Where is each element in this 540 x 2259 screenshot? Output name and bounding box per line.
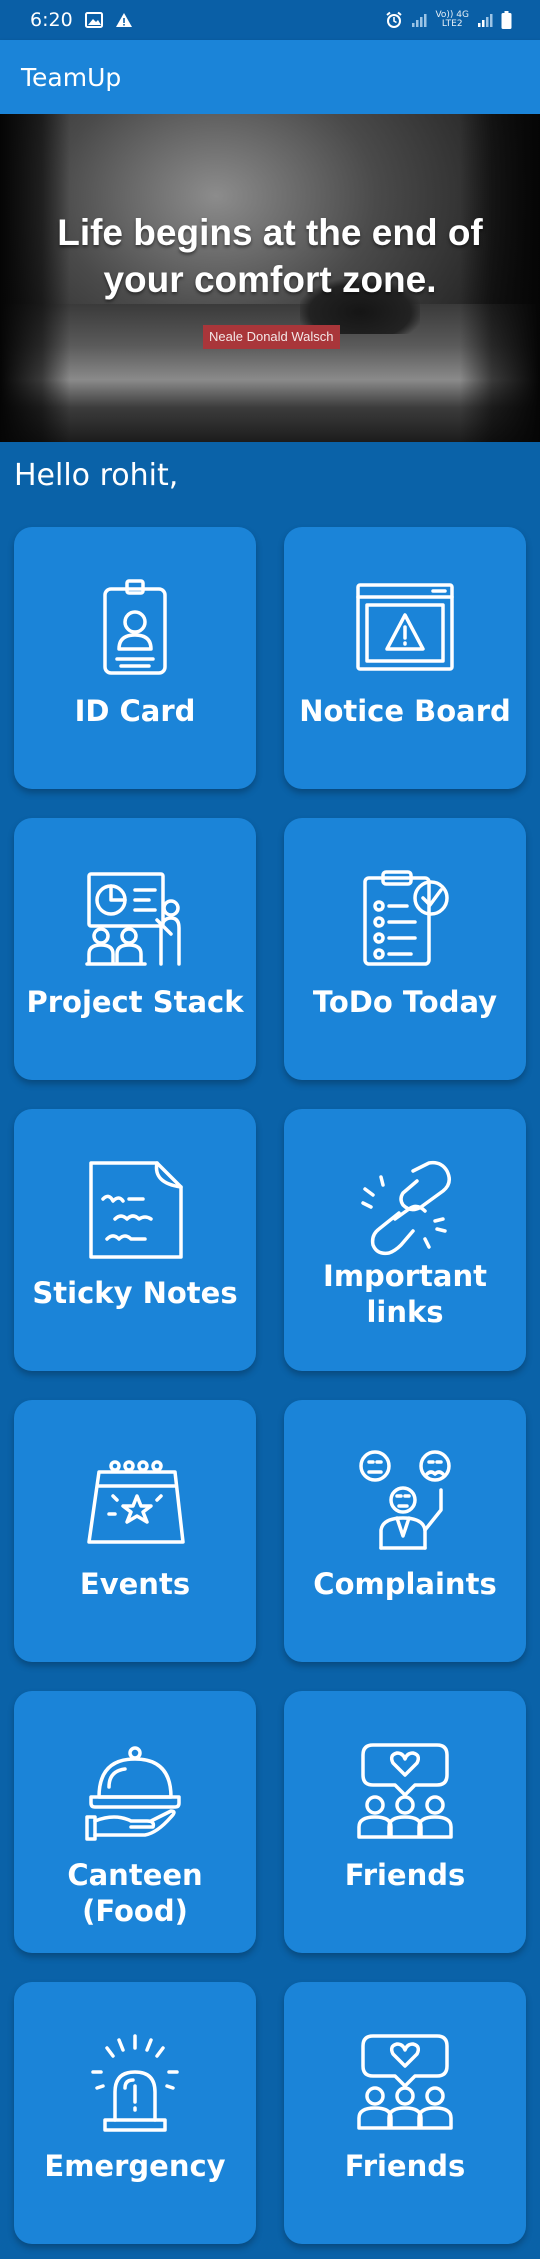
- tile-important-links[interactable]: Important links: [284, 1109, 526, 1371]
- quote-banner[interactable]: Life begins at the end of your comfort z…: [0, 114, 540, 442]
- tile-sticky-notes[interactable]: Sticky Notes: [14, 1109, 256, 1371]
- friends-chat-icon: [355, 2032, 455, 2132]
- banner-quote: Life begins at the end of your comfort z…: [57, 212, 483, 300]
- network-type: Vo)) 4G LTE2: [435, 10, 469, 29]
- tile-friends[interactable]: Friends: [284, 1691, 526, 1953]
- tile-project-stack[interactable]: Project Stack: [14, 818, 256, 1080]
- battery-icon: [501, 11, 512, 29]
- sticky-note-icon: [85, 1159, 185, 1259]
- calendar-star-icon: [85, 1450, 185, 1550]
- complaint-person-icon: [355, 1450, 455, 1550]
- tile-label: Friends: [344, 1858, 466, 1892]
- banner-author: Neale Donald Walsch: [203, 325, 340, 349]
- tile-canteen-food[interactable]: Canteen (Food): [14, 1691, 256, 1953]
- gallery-icon: [84, 12, 103, 28]
- signal-icon-2: [478, 14, 493, 27]
- app-title: TeamUp: [21, 62, 122, 92]
- warning-icon: [115, 13, 132, 27]
- tile-notice-board[interactable]: Notice Board: [284, 527, 526, 789]
- tile-events[interactable]: Events: [14, 1400, 256, 1662]
- tile-todo-today[interactable]: ToDo Today: [284, 818, 526, 1080]
- chain-link-icon: [355, 1159, 455, 1259]
- tile-label: Friends: [344, 2149, 466, 2183]
- tile-label: ToDo Today: [312, 985, 498, 1019]
- tile-emergency[interactable]: Emergency: [14, 1982, 256, 2244]
- alarm-icon: [386, 11, 403, 28]
- friends-chat-icon: [355, 1741, 455, 1841]
- tile-label: Emergency: [44, 2149, 226, 2183]
- greeting-text: Hello rohit,: [14, 458, 179, 493]
- app-bar: TeamUp: [0, 40, 540, 114]
- tile-label: Complaints: [313, 1567, 497, 1601]
- tile-friends-2[interactable]: Friends: [284, 1982, 526, 2244]
- status-time: 6:20: [30, 9, 73, 31]
- notice-board-icon: [355, 577, 455, 677]
- tile-id-card[interactable]: ID Card: [14, 527, 256, 789]
- tile-complaints[interactable]: Complaints: [284, 1400, 526, 1662]
- food-cloche-icon: [85, 1741, 185, 1841]
- presentation-icon: [85, 868, 185, 968]
- signal-icon-1: [412, 14, 427, 27]
- tile-label: Project Stack: [26, 985, 244, 1019]
- tile-label: Events: [79, 1567, 191, 1601]
- status-bar: 6:20 Vo)) 4G LTE2: [0, 0, 540, 40]
- banner-vignette-right: [460, 114, 540, 442]
- tile-label: ID Card: [74, 694, 196, 728]
- tile-label: Canteen (Food): [67, 1858, 203, 1928]
- clipboard-check-icon: [355, 868, 455, 968]
- tile-label: Notice Board: [299, 694, 511, 728]
- tile-label: Sticky Notes: [32, 1276, 238, 1310]
- siren-icon: [85, 2032, 185, 2132]
- tile-label: Important links: [323, 1259, 487, 1329]
- id-card-icon: [85, 577, 185, 677]
- banner-rock: [300, 279, 420, 334]
- banner-vignette-left: [0, 114, 70, 442]
